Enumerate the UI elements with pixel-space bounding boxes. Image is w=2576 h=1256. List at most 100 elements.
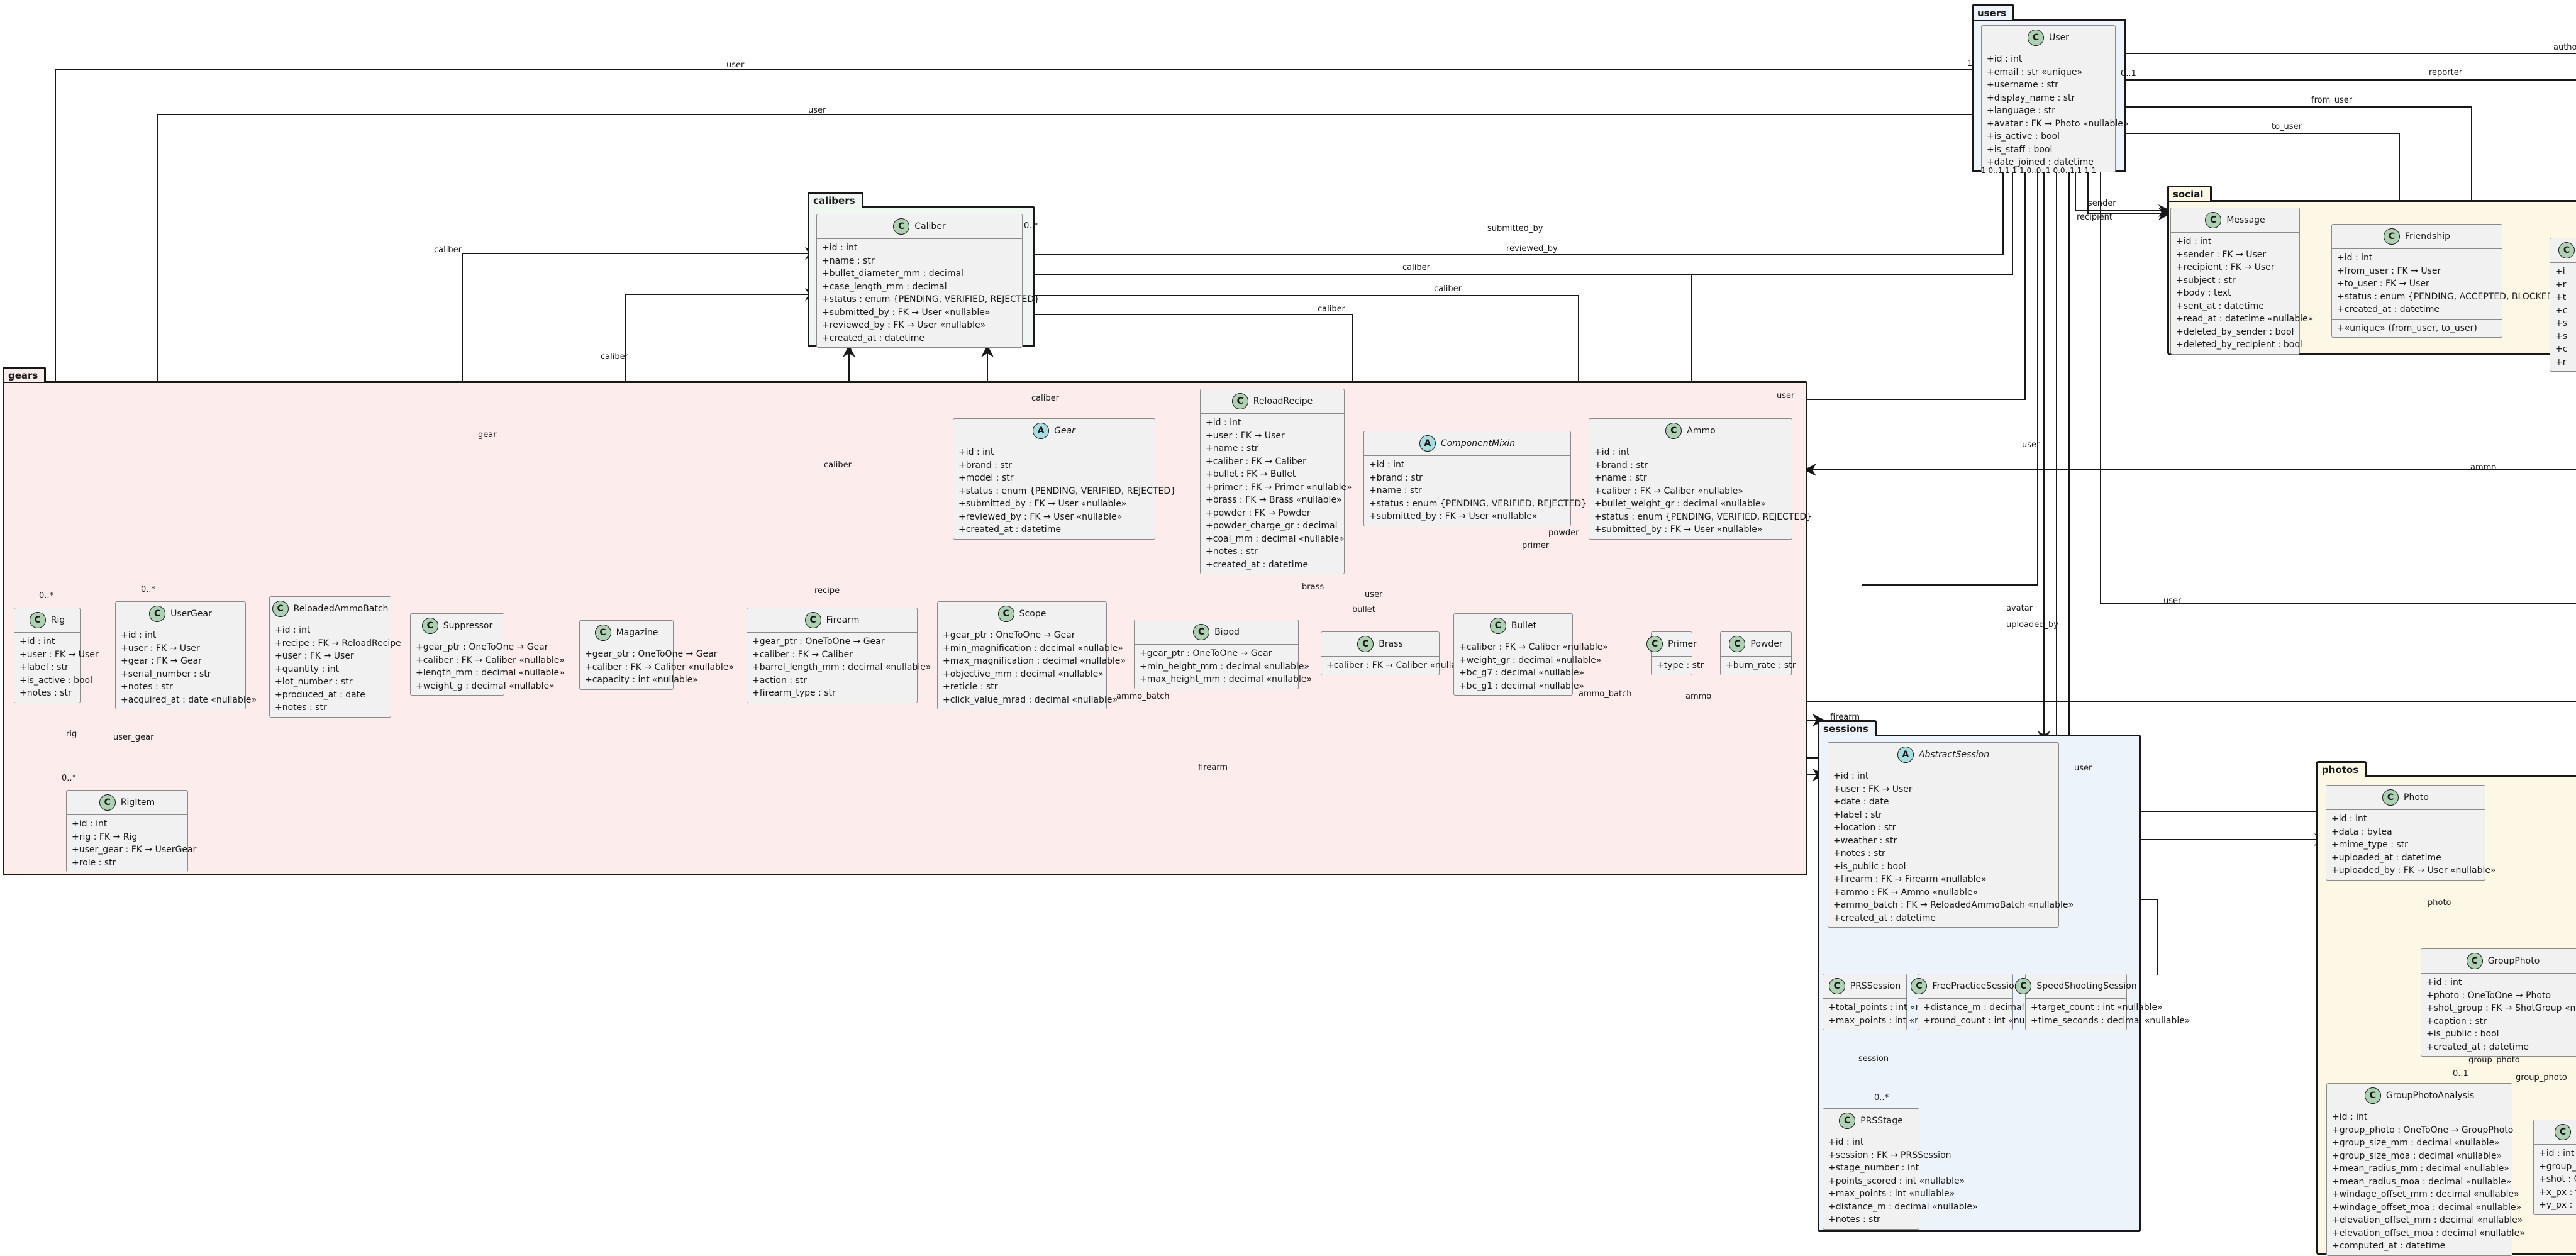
class-attribute: +bullet_diameter_mm : decimal [822, 269, 963, 279]
class-attributes: +id : int+brand : str+name : str+caliber… [1589, 443, 1812, 539]
class-attribute: +subject : str [2176, 275, 2236, 286]
class-attribute: +language : str [1987, 106, 2056, 116]
class-attribute: +user : FK → User [275, 651, 354, 661]
class-icon: C [2205, 212, 2222, 228]
class-attributes: +id : int+user : FK → User+name : str+ca… [1201, 414, 1352, 574]
class-icon: C [2364, 1087, 2381, 1104]
class-attribute: +body : text [2176, 288, 2231, 298]
class-attribute: +gear_ptr : OneToOne → Gear [416, 642, 548, 652]
class-icon: C [99, 794, 116, 811]
class-name: Photo [2404, 792, 2429, 803]
class-attributes: +id : int+photo : OneToOne → Photo+shot_… [2421, 974, 2576, 1056]
package-users-tab: users [1972, 4, 2015, 20]
class-attribute: +windage_offset_mm : decimal «nullable» [2332, 1189, 2519, 1199]
class-attribute: +quantity : int [275, 664, 339, 674]
class-attribute: +ammo : FK → Ammo «nullable» [1833, 887, 1979, 898]
label-firearm-2: firearm [1198, 763, 1228, 772]
label-submitted-by: submitted_by [1487, 224, 1543, 233]
class-attribute: +id : int [1833, 771, 1869, 781]
class-attribute: +burn_rate : str [1726, 660, 1796, 670]
label-ammo: ammo [2470, 463, 2497, 472]
class-name: Gear [1054, 425, 1075, 436]
class-attribute: +firearm : FK → Firearm «nullable» [1833, 874, 1987, 884]
class-attributes: +id : int+recipe : FK → ReloadRecipe+use… [270, 621, 401, 717]
class-attribute: +caliber : FK → Caliber [752, 649, 853, 660]
class-attribute: +role : str [72, 857, 116, 868]
class-attribute: +id : int [121, 630, 157, 640]
class-attribute: +user : FK → User [1206, 430, 1285, 441]
class-icon: C [29, 612, 46, 628]
class-attribute: +distance_m : decimal «nullable» [1923, 1003, 2073, 1013]
class-name: FreePracticeSession [1932, 981, 2020, 991]
class-attribute: +id : int [275, 625, 311, 635]
class-attribute: +bc_g7 : decimal «nullable» [1459, 668, 1584, 678]
class-name: RigItem [120, 797, 155, 808]
class-attribute: +reviewed_by : FK → User «nullable» [958, 511, 1123, 522]
class-attribute: +gear_ptr : OneToOne → Gear [585, 649, 718, 659]
class-attribute: +notes : str [1833, 848, 1885, 859]
class-attributes: +id : int+user : FK → User+date : date+l… [1828, 767, 2074, 927]
class-social-partial[interactable]: C+i+r+t+c+s+s+c+r [2550, 238, 2576, 372]
class-attribute: +label : str [19, 662, 69, 672]
class-attribute: +caliber : FK → Caliber «nullable» [416, 655, 565, 665]
class-attribute: +uploaded_at : datetime [2331, 852, 2441, 863]
abstract-class-icon: A [1419, 435, 1436, 452]
class-attribute: +weight_g : decimal «nullable» [416, 681, 555, 691]
class-attribute: +mean_radius_moa : decimal «nullable» [2332, 1176, 2512, 1187]
class-point-partial[interactable]: C+id : int+group_p+shot : O+x_px : flo+y… [2533, 1120, 2576, 1215]
class-attributes: +id : int+brand : str+model : str+status… [953, 443, 1176, 539]
class-attribute: +status : enum {PENDING, VERIFIED, REJEC… [1369, 498, 1587, 509]
class-attribute: +is_public : bool [1833, 861, 1906, 872]
class-attribute: +r [2555, 279, 2567, 290]
class-attribute: +id : int [72, 819, 108, 829]
class-attribute: +id : int [1828, 1137, 1864, 1147]
class-attribute: +submitted_by : FK → User «nullable» [958, 499, 1127, 509]
class-icon: C [893, 218, 910, 235]
class-name: ReloadedAmmoBatch [293, 603, 389, 614]
class-attribute: +total_points : int «nullable» [1828, 1003, 1956, 1013]
class-attribute: +status : enum {PENDING, ACCEPTED, BLOCK… [2337, 291, 2560, 302]
label-avatar: avatar [2006, 604, 2033, 613]
package-gears-tab: gears [3, 367, 47, 382]
class-name: AbstractSession [1918, 749, 1990, 760]
